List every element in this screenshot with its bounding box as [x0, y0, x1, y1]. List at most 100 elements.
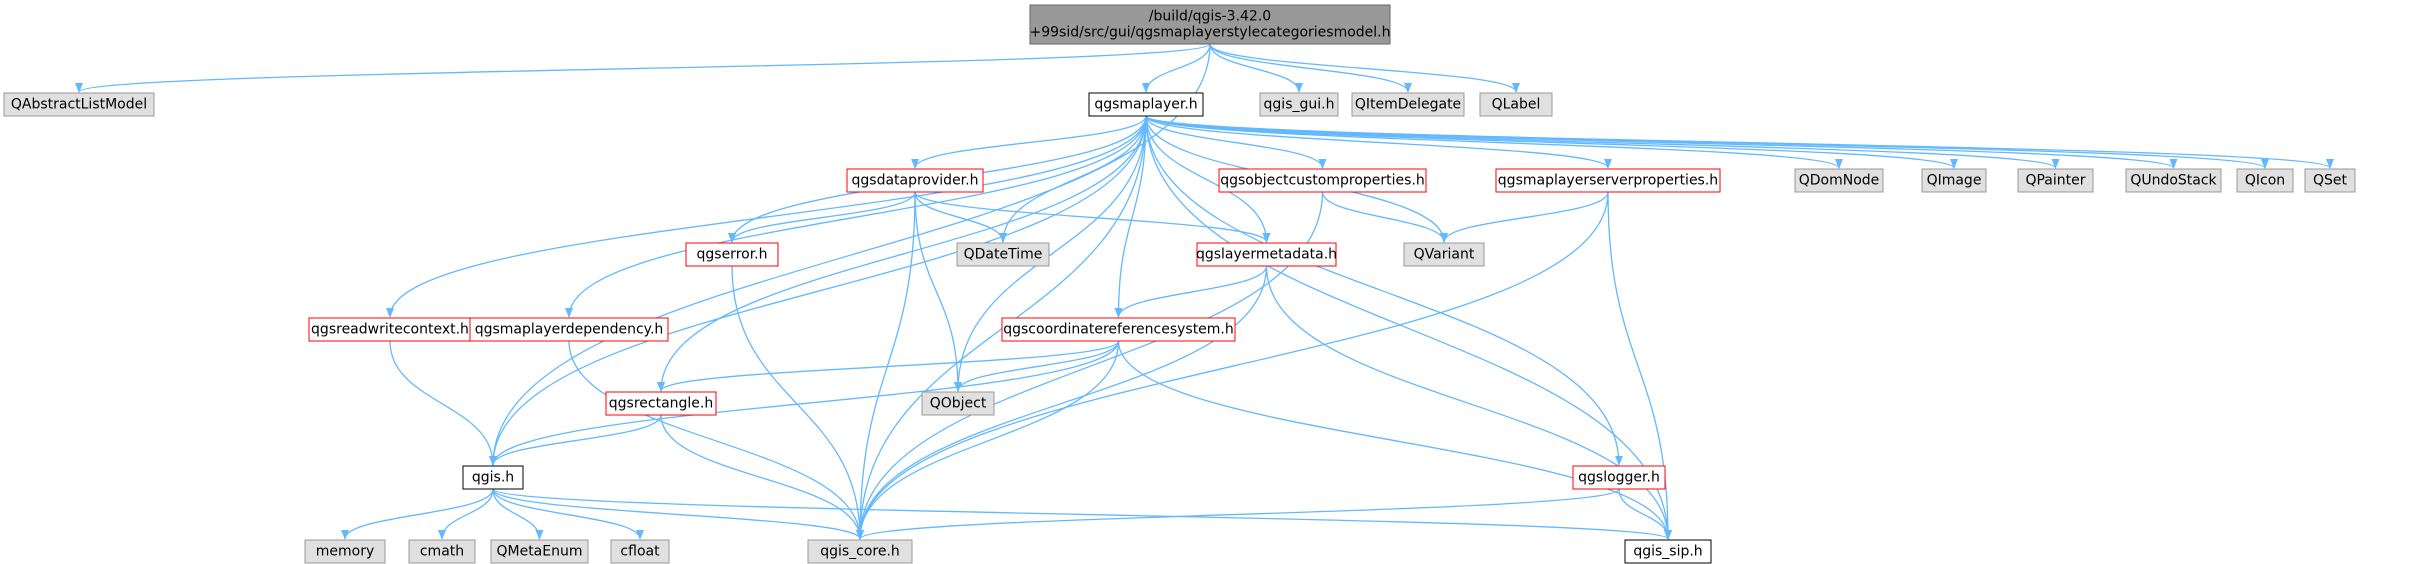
edge-qgscoordinatereferencesystem-to-QObject [954, 340, 1120, 392]
node-qgis_gui[interactable]: qgis_gui.h [1259, 92, 1339, 117]
edge-qgsdataprovider-to-qgslayermetadata [914, 191, 1271, 243]
node-label-qgis: qgis.h [472, 470, 514, 486]
node-label-cfloat: cfloat [620, 544, 660, 560]
edge-qgis-to-memory [341, 488, 494, 540]
node-cmath[interactable]: cmath [408, 539, 476, 564]
node-box-qgsmaplayerdependency [469, 317, 669, 342]
node-label-QMetaEnum: QMetaEnum [496, 544, 582, 560]
node-QVariant[interactable]: QVariant [1403, 242, 1485, 267]
node-QItemDelegate[interactable]: QItemDelegate [1351, 92, 1465, 117]
node-qgis_core[interactable]: qgis_core.h [807, 539, 913, 564]
node-label-QIcon: QIcon [2245, 173, 2285, 189]
edge-root-to-QItemDelegate [1209, 43, 1412, 93]
node-box-cfloat [610, 539, 670, 564]
node-box-qgsmaplayer [1088, 92, 1204, 117]
node-qgsobjectcustomproperties[interactable]: qgsobjectcustomproperties.h [1218, 168, 1427, 193]
edge-qgsrectangle-to-qgis_core [660, 414, 864, 540]
edge-qgsmaplayer-to-qgsmaplayerdependency [565, 115, 1147, 318]
node-box-qgis [462, 465, 524, 490]
edge-qgslayermetadata-to-qgscoordinatereferencesystem [1114, 265, 1268, 318]
node-box-root [1029, 4, 1391, 45]
edge-qgsmaplayer-to-QObject [954, 115, 1147, 392]
node-QImage[interactable]: QImage [1921, 168, 1987, 193]
node-label-qgis_core: qgis_core.h [820, 544, 900, 560]
edge-qgsreadwritecontext-to-qgis [389, 340, 497, 466]
edge-root-to-QLabel [1209, 43, 1520, 93]
edge-qgslogger-to-qgis_sip [1618, 488, 1672, 540]
node-label-qgslayermetadata: qgslayermetadata.h [1196, 247, 1337, 263]
edge-qgscoordinatereferencesystem-to-qgsrectangle [657, 340, 1120, 392]
node-qgslayermetadata[interactable]: qgslayermetadata.h [1196, 242, 1337, 267]
node-label-qgsreadwritecontext: qgsreadwritecontext.h [311, 322, 469, 338]
node-cfloat[interactable]: cfloat [610, 539, 670, 564]
node-qgsreadwritecontext[interactable]: qgsreadwritecontext.h [308, 317, 472, 342]
node-qgserror[interactable]: qgserror.h [685, 242, 779, 267]
node-qgsmaplayerserverproperties[interactable]: qgsmaplayerserverproperties.h [1495, 168, 1721, 193]
edge-qgis-to-QMetaEnum [492, 488, 544, 540]
node-QPainter[interactable]: QPainter [2017, 168, 2094, 193]
edge-qgserror-to-qgis_core [731, 265, 864, 540]
node-memory[interactable]: memory [304, 539, 386, 564]
node-label-qgslogger: qgslogger.h [1578, 470, 1660, 486]
node-QDateTime[interactable]: QDateTime [956, 242, 1050, 267]
node-qgscoordinatereferencesystem[interactable]: qgscoordinatereferencesystem.h [1001, 317, 1236, 342]
node-QMetaEnum[interactable]: QMetaEnum [490, 539, 589, 564]
node-box-QVariant [1403, 242, 1485, 267]
node-box-qgis_core [807, 539, 913, 564]
node-QUndoStack[interactable]: QUndoStack [2125, 168, 2222, 193]
node-box-qgscoordinatereferencesystem [1001, 317, 1236, 342]
edge-qgsmaplayer-to-QDomNode [1145, 115, 1843, 169]
node-label-root: /build/qgis-3.42.0 [1149, 9, 1271, 25]
node-qgsmaplayer[interactable]: qgsmaplayer.h [1088, 92, 1204, 117]
node-box-QPainter [2017, 168, 2094, 193]
node-qgsrectangle[interactable]: qgsrectangle.h [605, 391, 717, 416]
edge-qgis-to-cmath [438, 488, 494, 540]
node-box-qgslayermetadata [1196, 242, 1337, 267]
node-QIcon[interactable]: QIcon [2236, 168, 2294, 193]
node-label-qgsmaplayerserverproperties: qgsmaplayerserverproperties.h [1498, 173, 1718, 189]
node-box-QLabel [1479, 92, 1553, 117]
node-box-qgslogger [1572, 465, 1666, 490]
node-label-QVariant: QVariant [1414, 247, 1475, 263]
edge-qgsrectangle-to-qgis [489, 414, 662, 466]
node-qgsmaplayerdependency[interactable]: qgsmaplayerdependency.h [469, 317, 669, 342]
edge-qgsmaplayer-to-qgslogger [1145, 115, 1623, 466]
edge-qgslogger-to-qgis_core [856, 488, 1620, 540]
node-label-qgsmaplayerdependency: qgsmaplayerdependency.h [475, 322, 664, 338]
edge-qgsdataprovider-to-QDateTime [914, 191, 1007, 243]
edge-qgslayermetadata-to-qgis_sip [1265, 265, 1672, 540]
node-root[interactable]: /build/qgis-3.42.0+99sid/src/gui/qgsmapl… [1029, 4, 1391, 45]
node-label-qgsobjectcustomproperties: qgsobjectcustomproperties.h [1220, 173, 1425, 189]
edge-qgsmaplayerserverproperties-to-QVariant [1440, 191, 1609, 243]
node-label-QAbstractListModel: QAbstractListModel [11, 97, 147, 113]
node-QDomNode[interactable]: QDomNode [1794, 168, 1884, 193]
node-box-QUndoStack [2125, 168, 2222, 193]
node-qgslogger[interactable]: qgslogger.h [1572, 465, 1666, 490]
edge-qgsmaplayer-to-qgslayermetadata [1145, 115, 1271, 243]
node-box-QMetaEnum [490, 539, 589, 564]
edge-qgis-to-qgis_core [492, 488, 864, 540]
node-box-QIcon [2236, 168, 2294, 193]
edge-qgsmaplayer-to-qgis [489, 115, 1147, 466]
node-QAbstractListModel[interactable]: QAbstractListModel [3, 92, 155, 117]
node-qgis_sip[interactable]: qgis_sip.h [1624, 539, 1712, 564]
node-QLabel[interactable]: QLabel [1479, 92, 1553, 117]
node-QSet[interactable]: QSet [2304, 168, 2356, 193]
node-label-QUndoStack: QUndoStack [2130, 173, 2217, 189]
node-label-cmath: cmath [420, 544, 464, 560]
node-label-qgis_sip: qgis_sip.h [1633, 544, 1702, 560]
node-box-QDateTime [956, 242, 1050, 267]
nodes-layer: /build/qgis-3.42.0+99sid/src/gui/qgsmapl… [3, 4, 2356, 564]
node-box-qgserror [685, 242, 779, 267]
node-qgsdataprovider[interactable]: qgsdataprovider.h [846, 168, 984, 193]
node-qgis[interactable]: qgis.h [462, 465, 524, 490]
edge-qgsmaplayer-to-QSet [1145, 115, 2334, 169]
node-QObject[interactable]: QObject [921, 391, 995, 416]
edge-qgscoordinatereferencesystem-to-qgis [489, 340, 1120, 466]
node-box-QDomNode [1794, 168, 1884, 193]
node-box-QItemDelegate [1351, 92, 1465, 117]
edge-root-to-qgis_gui [1209, 43, 1303, 93]
edge-qgsmaplayer-to-qgsmaplayerserverproperties [1145, 115, 1612, 169]
node-label-qgsmaplayer: qgsmaplayer.h [1094, 97, 1197, 113]
